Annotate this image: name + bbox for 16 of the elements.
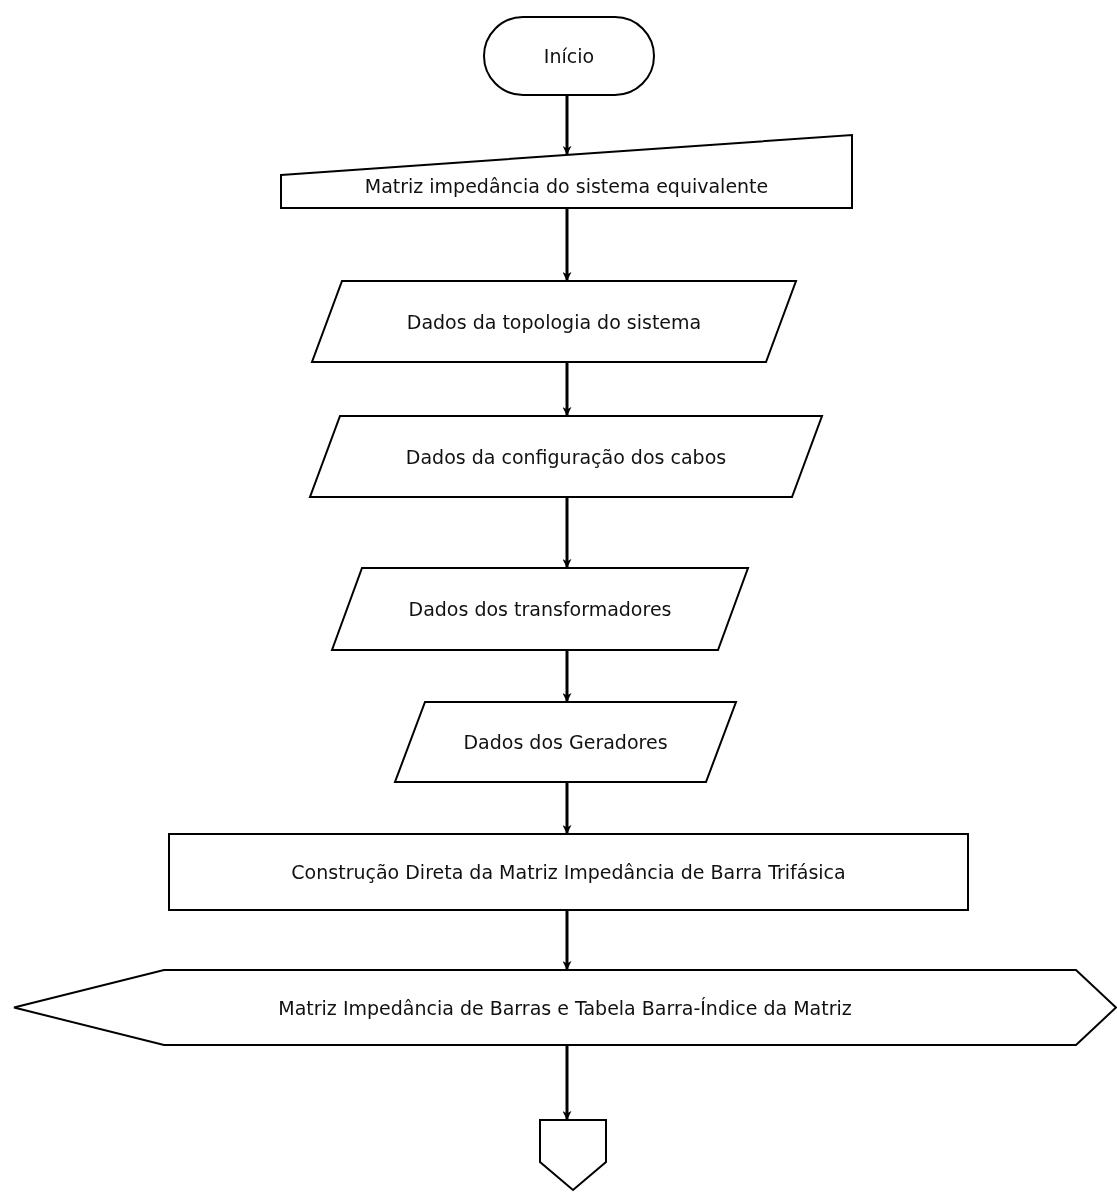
arrow [562,208,572,281]
arrow [562,362,572,416]
arrow [562,497,572,568]
node-label: Dados dos Geradores [463,731,668,753]
node-label: Dados da topologia do sistema [406,310,702,333]
arrow [562,650,572,702]
node-label: Matriz impedância do sistema equivalente [364,174,769,197]
arrow [562,910,572,970]
arrow [562,782,572,834]
node-label: Início [543,45,595,67]
node-label: Matriz Impedância de Barras e Tabela Barra-Índice da Matriz [278,996,852,1019]
arrow [562,1045,572,1120]
node-label: Dados dos transformadores [408,598,672,620]
arrow [562,95,572,155]
node-label: Construção Direta da Matriz Impedância de Barra Trifásica [291,861,846,883]
node-label: Dados da configuração dos cabos [405,445,727,468]
